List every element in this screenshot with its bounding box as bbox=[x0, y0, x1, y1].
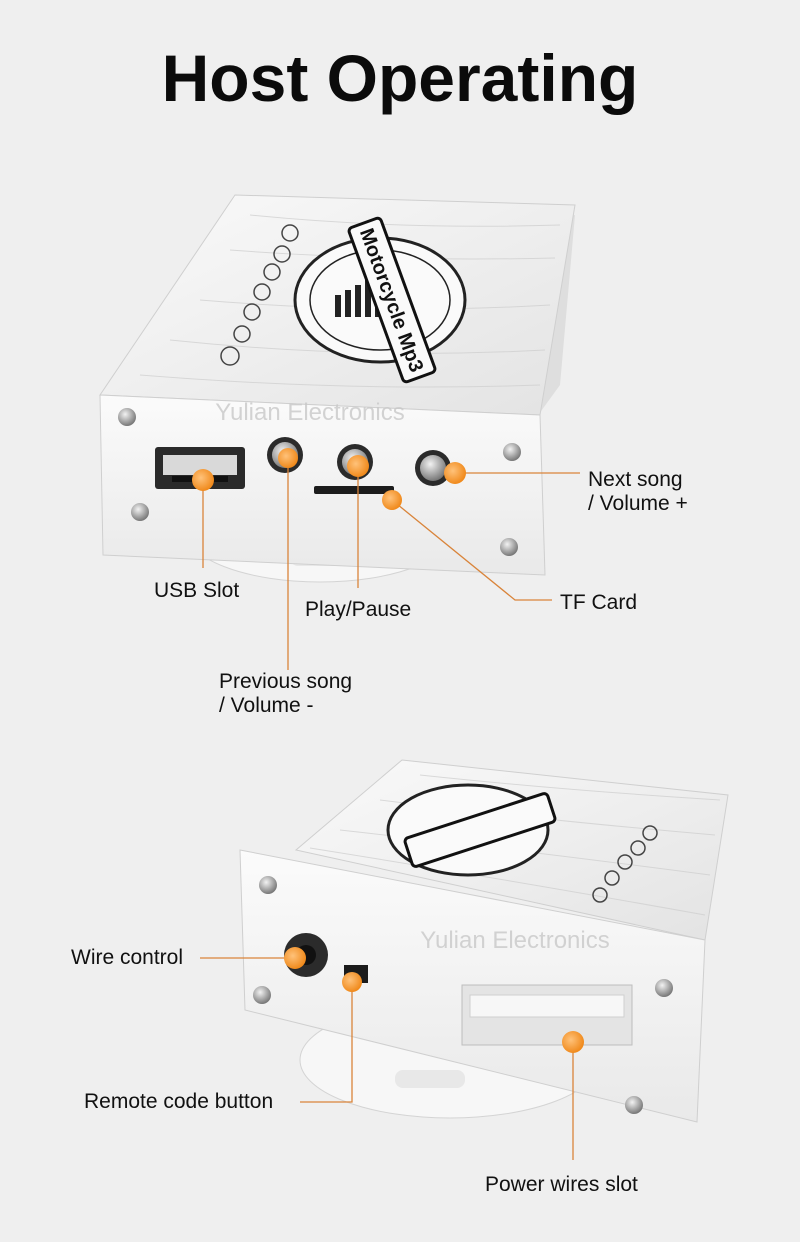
page-title: Host Operating bbox=[161, 41, 639, 115]
leader-lines-bottom bbox=[200, 957, 574, 1160]
tf-card-label: TF Card bbox=[560, 591, 638, 614]
next-song-line1: Next song bbox=[588, 468, 683, 491]
previous-song-label: Previous song / Volume - bbox=[219, 670, 352, 718]
tf-slot bbox=[314, 486, 394, 494]
leader-lines-top bbox=[202, 458, 580, 670]
device-rear-view: Yulian Electronics bbox=[239, 759, 729, 1123]
previous-song-line1: Previous song bbox=[219, 670, 353, 693]
power-wires-slot-label: Power wires slot bbox=[485, 1173, 638, 1196]
watermark: Yulian Electronics bbox=[215, 399, 404, 426]
wire-control-label: Wire control bbox=[71, 946, 184, 969]
brand-emblem: Motorcycle Mp3 bbox=[293, 216, 467, 384]
next-song-label: Next song / Volume + bbox=[588, 468, 688, 516]
watermark-rear: Yulian Electronics bbox=[420, 927, 609, 954]
next-song-line2: / Volume + bbox=[588, 492, 688, 515]
previous-song-line2: / Volume - bbox=[219, 694, 314, 717]
usb-slot-label: USB Slot bbox=[154, 579, 240, 602]
remote-code-button-label: Remote code button bbox=[84, 1090, 274, 1113]
play-pause-label: Play/Pause bbox=[305, 598, 412, 621]
screw-icon bbox=[118, 408, 521, 556]
callout-dots-top bbox=[192, 448, 466, 510]
device-front-view: Motorcycle Mp3 bbox=[99, 194, 576, 583]
callout-dots-bottom bbox=[284, 947, 584, 1053]
function-icons bbox=[220, 224, 299, 366]
